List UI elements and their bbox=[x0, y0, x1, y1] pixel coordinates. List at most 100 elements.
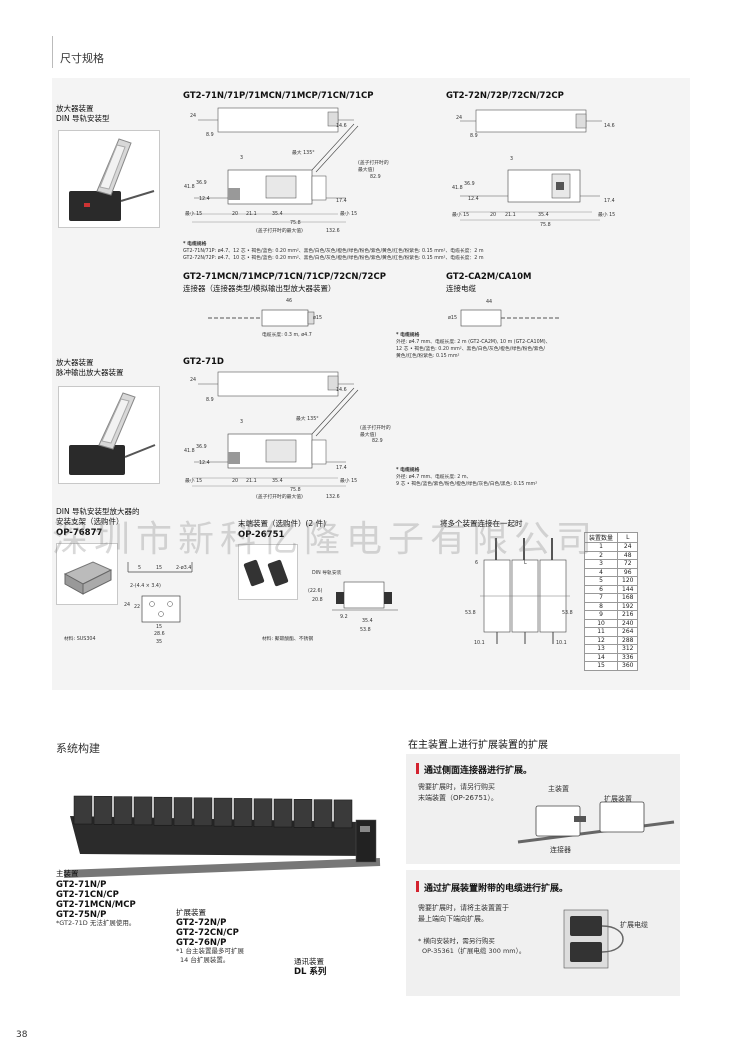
unit1-cable-line2: GT2-72N/72P: ø4.7、10 芯 • 褐色/蓝色: 0.20 mm²… bbox=[183, 256, 484, 261]
count-table-cell-L: 192 bbox=[617, 601, 639, 611]
count-table-cell-L: 168 bbox=[617, 593, 639, 603]
comm-model: DL 系列 bbox=[294, 967, 327, 977]
count-table-cell-count: 10 bbox=[583, 618, 619, 628]
dim-24-din: 24 bbox=[124, 603, 131, 608]
end-title: 末端装置（选购件）(2 件) bbox=[238, 519, 327, 528]
unit2-cable-line2: 9 芯 • 褐色/蓝色/紫色/粉色/橙色/绿色/灰色/白色/黑色: 0.15 m… bbox=[396, 482, 538, 487]
dim-min15-a: 最小 15 bbox=[185, 212, 203, 217]
system-photo bbox=[60, 756, 390, 896]
dim-min15-b: 最小 15 bbox=[452, 213, 470, 218]
end-model: OP-26751 bbox=[238, 530, 285, 540]
dim-min15-c: 最小 15 bbox=[185, 479, 203, 484]
ext-label: 扩展装置 bbox=[176, 908, 206, 917]
unit2-cable-line1: 外径: ø4.7 mm、电缆长度: 2 m、 bbox=[396, 475, 472, 480]
dim-12-4-b: 12.4 bbox=[468, 197, 479, 202]
din-bracket-top-drawing bbox=[122, 548, 202, 584]
end-unit-drawing bbox=[330, 578, 400, 632]
main-note: *GT2-71D 无法扩展使用。 bbox=[56, 919, 136, 927]
method2-note1: * 横向安装时，需另行购买 bbox=[418, 937, 495, 945]
count-table-cell-L: 264 bbox=[617, 627, 639, 637]
dim-phi15-a: ø15 bbox=[313, 316, 323, 321]
dim-14-6-b: 14.6 bbox=[604, 124, 615, 129]
ext-note-2: 14 台扩展装置。 bbox=[180, 956, 230, 964]
count-table-cell-count: 9 bbox=[583, 610, 619, 620]
method2-title: 通过扩展装置附带的电缆进行扩展。 bbox=[424, 884, 569, 894]
connector-sub-b: 连接电缆 bbox=[446, 284, 476, 293]
din-title-2: 安装支架（选购件） bbox=[56, 517, 124, 526]
unit1-cable-line1: GT2-71N/71P: ø4.7、12 芯 • 褐色/蓝色: 0.20 mm²… bbox=[183, 249, 484, 254]
dim-6: 6 bbox=[475, 561, 479, 566]
count-table-cell-count: 14 bbox=[583, 652, 619, 662]
dim-21-1-c: 21.1 bbox=[246, 479, 257, 484]
dim-2-3-4: 2-ø3.4 bbox=[176, 566, 192, 571]
dim-24-c: 24 bbox=[190, 378, 197, 383]
dim-41-8-b: 41.8 bbox=[452, 186, 463, 191]
dim-3-b: 3 bbox=[510, 157, 514, 162]
dim-20-b: 20 bbox=[490, 213, 497, 218]
multi-unit-drawing bbox=[470, 534, 580, 654]
dim-12-4-c: 12.4 bbox=[199, 461, 210, 466]
dim-10-1-right: 10.1 bbox=[556, 641, 567, 646]
method2-illustration bbox=[560, 904, 670, 976]
count-table-cell-L: 336 bbox=[617, 652, 639, 662]
dim-75-8-a: 75.8 bbox=[290, 221, 301, 226]
dim-min15-c2: 最小 15 bbox=[340, 479, 358, 484]
dim-36-9-a: 36.9 bbox=[196, 181, 207, 186]
dim-14-6-a: 14.6 bbox=[336, 124, 347, 129]
unit1-cable-title: * 电缆规格 bbox=[183, 242, 207, 247]
dim-17-4-b: 17.4 bbox=[604, 199, 615, 204]
main-unit-label: 主装置 bbox=[56, 869, 79, 878]
unit2-cable-title: * 电缆规格 bbox=[396, 468, 420, 473]
din-rail-label: DIN 导轨安装 bbox=[312, 571, 342, 576]
method2-note2: OP-35361（扩展电缆 300 mm）。 bbox=[422, 947, 526, 955]
system-module bbox=[333, 799, 353, 829]
method1-main: 主装置 bbox=[548, 785, 569, 793]
unit2-title-1: 放大器装置 bbox=[56, 358, 94, 367]
din-model: OP-76877 bbox=[56, 528, 103, 538]
dim-24-a: 24 bbox=[190, 114, 197, 119]
dim-20-8: 20.8 bbox=[312, 598, 323, 603]
dim-17-4-c: 17.4 bbox=[336, 466, 347, 471]
dim-17-4-a: 17.4 bbox=[336, 199, 347, 204]
dim-15-din: 15 bbox=[156, 625, 163, 630]
system-module bbox=[193, 797, 213, 827]
dim-2-44x34: 2-(4.4 × 3.4) bbox=[130, 584, 161, 589]
method2-line2: 最上端向下端向扩展。 bbox=[418, 915, 488, 923]
expansion-title: 在主装置上进行扩展装置的扩展 bbox=[408, 740, 548, 751]
count-table-cell-count: 8 bbox=[583, 601, 619, 611]
count-table-cell-count: 11 bbox=[583, 627, 619, 637]
dim-8-9-a: 8.9 bbox=[206, 133, 214, 138]
dim-82-9-c: 82.9 bbox=[372, 439, 383, 444]
main-model-2: GT2-71CN/CP bbox=[56, 890, 119, 900]
connector-cable-line2: 12 芯 • 褐色/蓝色: 0.20 mm²、黑色/白色/灰色/橙色/绿色/粉色… bbox=[396, 347, 545, 352]
count-table-cell-count: 4 bbox=[583, 567, 619, 577]
ext-note-1: *1 台主装置最多可扩展 bbox=[176, 947, 244, 955]
dim-53-8-left: 53.8 bbox=[465, 611, 476, 616]
count-table-cell-count: 13 bbox=[583, 644, 619, 654]
system-module bbox=[173, 797, 193, 826]
ext-model-1: GT2-72N/P bbox=[176, 918, 227, 928]
system-module bbox=[113, 796, 133, 825]
ext-model-3: GT2-76N/P bbox=[176, 938, 227, 948]
watermark: 深圳市新科亿隆电子有限公司 bbox=[52, 519, 599, 560]
dim-53-8-end: 53.8 bbox=[360, 628, 371, 633]
connector-cable-line1: 外径: ø4.7 mm、电缆长度: 2 m (GT2-CA2M), 10 m (… bbox=[396, 340, 551, 345]
method1-ext: 扩展装置 bbox=[604, 795, 632, 803]
comm-label: 通讯装置 bbox=[294, 957, 324, 966]
dim-open-c: (盖子打开时的最大值) bbox=[256, 495, 303, 500]
method1-conn: 连接器 bbox=[550, 846, 571, 854]
connector-cable-len: 电缆长度: 0.3 m, ø4.7 bbox=[262, 333, 312, 338]
dim-35-4-c: 35.4 bbox=[272, 479, 283, 484]
method1-line1: 需要扩展时，请另行购买 bbox=[418, 783, 495, 791]
count-table-header-L: L bbox=[617, 532, 639, 543]
section-title: 尺寸规格 bbox=[60, 52, 104, 65]
dim-20-a: 20 bbox=[232, 212, 239, 217]
header-divider bbox=[52, 36, 53, 68]
method2-marker bbox=[416, 881, 419, 892]
dim-8-9-b: 8.9 bbox=[470, 134, 478, 139]
system-module bbox=[133, 796, 153, 826]
